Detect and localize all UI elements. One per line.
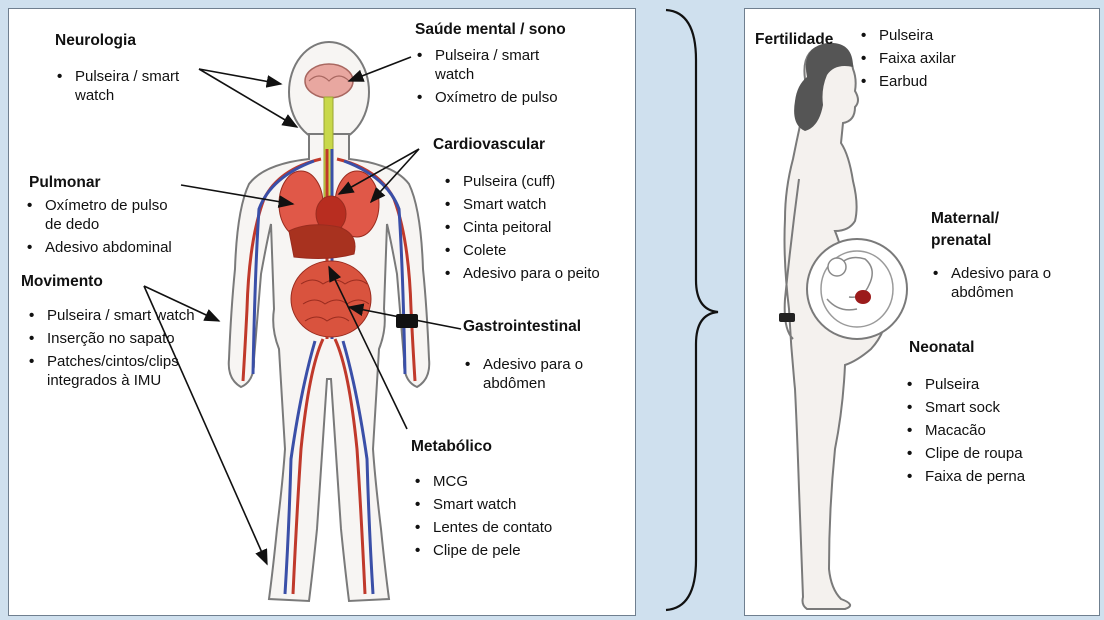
placenta-patch [855, 290, 871, 304]
list-item: Cinta peitoral [441, 218, 601, 237]
list-item: Pulseira / smart watch [25, 306, 205, 325]
list-item: Oxímetro de pulso [413, 88, 603, 107]
list-item: Colete [441, 241, 601, 260]
neonatal-list: Pulseira Smart sock Macacão Clipe de rou… [903, 375, 1025, 490]
liver [289, 225, 355, 259]
womb [807, 239, 907, 339]
list-item: Adesivo para o abdômen [929, 264, 1079, 302]
list-item: Smart watch [441, 195, 601, 214]
neurologia-title: Neurologia [55, 31, 136, 51]
pulmonar-list: Oxímetro de pulso de dedo Adesivo abdomi… [23, 196, 223, 261]
list-item: Clipe de pele [411, 541, 552, 560]
list-item: Smart sock [903, 398, 1025, 417]
list-item: Inserção no sapato [25, 329, 215, 348]
fertilidade-title: Fertilidade [755, 30, 833, 50]
list-item: Adesivo abdominal [23, 238, 223, 257]
gastrointestinal-title: Gastrointestinal [463, 317, 581, 337]
saude-mental-title: Saúde mental / sono [415, 20, 566, 40]
pregnant-woman-illustration [745, 9, 1100, 616]
maternal-title-line2: prenatal [931, 231, 991, 251]
pulmonar-title: Pulmonar [29, 173, 100, 193]
list-item: Lentes de contato [411, 518, 552, 537]
wristband-device [779, 313, 795, 322]
gastrointestinal-list: Adesivo para o abdômen [461, 355, 591, 397]
body-systems-panel: Neurologia Pulseira / smart watch Saúde … [8, 8, 636, 616]
cardiovascular-list: Pulseira (cuff) Smart watch Cinta peitor… [441, 172, 601, 287]
list-item: Pulseira [903, 375, 1025, 394]
cardiovascular-title: Cardiovascular [433, 135, 545, 155]
list-item: Clipe de roupa [903, 444, 1025, 463]
list-item: Adesivo para o peito [441, 264, 601, 283]
neonatal-title: Neonatal [909, 338, 974, 358]
list-item: Macacão [903, 421, 1025, 440]
list-item: Patches/cintos/clips integrados à IMU [25, 352, 195, 390]
saude-mental-list: Pulseira / smart watch Oxímetro de pulso [413, 46, 603, 111]
metabolico-list: MCG Smart watch Lentes de contato Clipe … [411, 472, 552, 564]
movimento-title: Movimento [21, 272, 103, 292]
maternal-neonatal-panel: Fertilidade Pulseira Faixa axilar Earbud… [744, 8, 1100, 616]
list-item: Earbud [857, 72, 956, 91]
list-item: Pulseira (cuff) [441, 172, 601, 191]
movimento-list: Pulseira / smart watch Inserção no sapat… [25, 306, 215, 394]
list-item: Faixa axilar [857, 49, 956, 68]
metabolico-title: Metabólico [411, 437, 492, 457]
list-item: Pulseira [857, 26, 956, 45]
list-item: MCG [411, 472, 552, 491]
list-item: Faixa de perna [903, 467, 1025, 486]
list-item: Adesivo para o abdômen [461, 355, 591, 393]
list-item: Pulseira / smart watch [53, 67, 183, 105]
maternal-list: Adesivo para o abdômen [929, 264, 1079, 306]
maternal-title-line1: Maternal/ [931, 209, 999, 229]
list-item: Oxímetro de pulso de dedo [23, 196, 173, 234]
list-item: Pulseira / smart watch [413, 46, 543, 84]
list-item: Smart watch [411, 495, 552, 514]
fertilidade-list: Pulseira Faixa axilar Earbud [857, 26, 956, 95]
neurologia-list: Pulseira / smart watch [53, 67, 183, 109]
